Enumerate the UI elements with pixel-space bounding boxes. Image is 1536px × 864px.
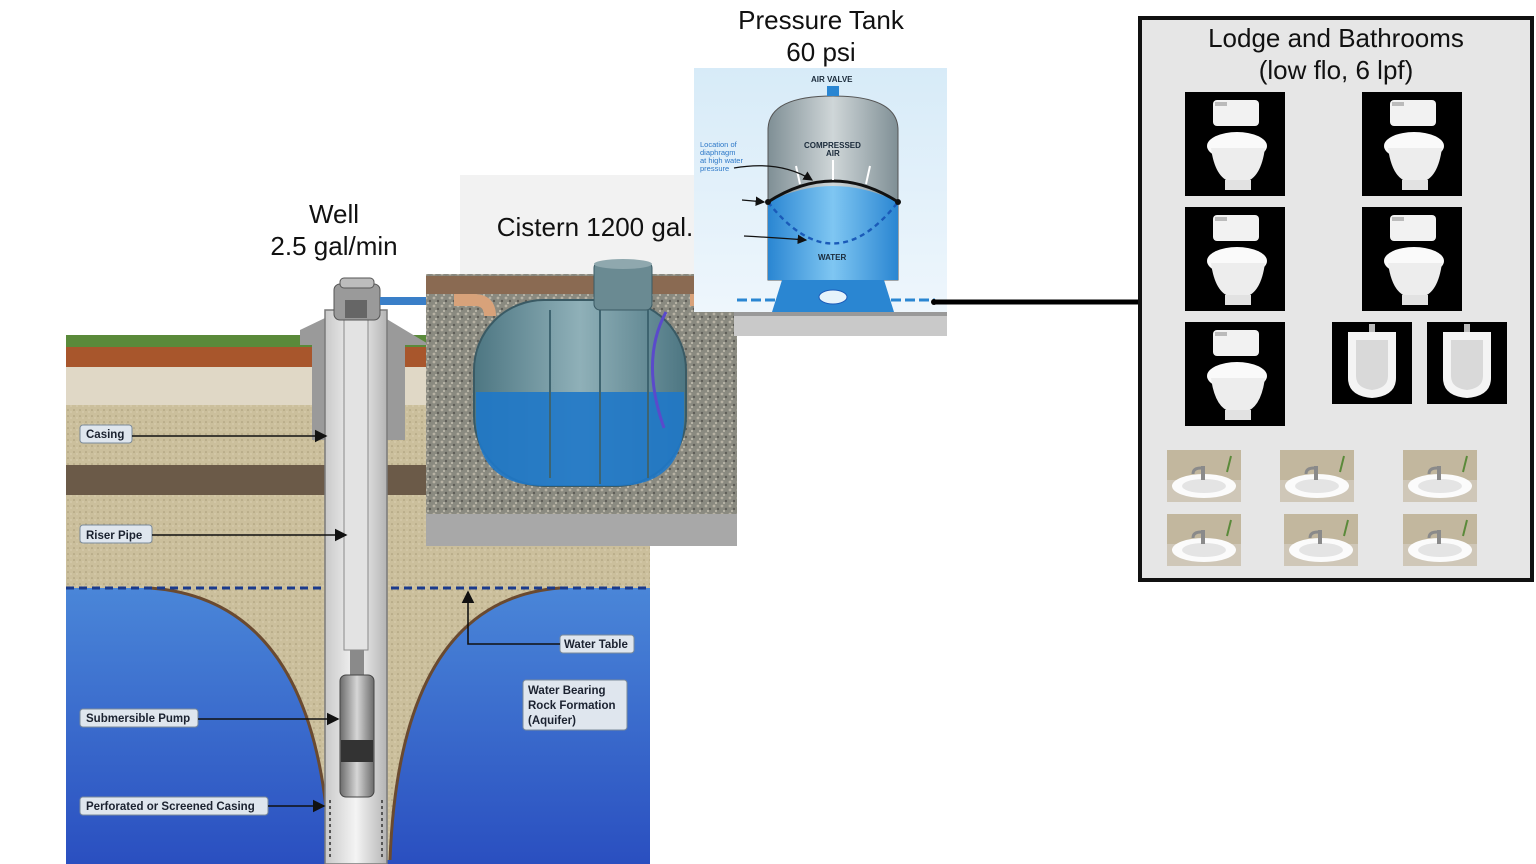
perforated-casing-label: Perforated or Screened Casing <box>86 801 255 813</box>
callout-aquifer: Water Bearing Rock Formation (Aquifer) <box>522 679 628 731</box>
toilet-icon <box>1207 215 1267 305</box>
well-title-line-2: 2.5 gal/min <box>270 231 398 261</box>
well-title: Well 2.5 gal/min <box>254 198 414 262</box>
cistern-water <box>476 392 684 486</box>
toilet <box>1362 92 1462 196</box>
urinal <box>1427 322 1507 404</box>
toilet-icon <box>1207 100 1267 190</box>
water-label: WATER <box>818 253 847 262</box>
sink <box>1167 450 1241 502</box>
sink-icon <box>1403 450 1477 498</box>
toilet <box>1185 322 1285 426</box>
pump-coupling <box>350 650 364 680</box>
callout-water-table: Water Table <box>461 590 635 654</box>
sink-icon <box>1167 514 1241 562</box>
sink-icon <box>1284 514 1358 562</box>
sink <box>1284 514 1358 566</box>
aquifer-label-line-3: (Aquifer) <box>528 715 576 727</box>
sink-icon <box>1167 450 1241 498</box>
well-title-line-1: Well <box>308 199 360 229</box>
toilet-icon <box>1384 100 1444 190</box>
sink-icon <box>1403 514 1477 562</box>
sink-icon <box>1280 450 1354 498</box>
sink <box>1403 450 1477 502</box>
toilet <box>1185 92 1285 196</box>
lodge-title-line-1: Lodge and Bathrooms <box>1208 23 1464 53</box>
callout-submersible-pump: Submersible Pump <box>79 708 340 728</box>
toilet <box>1185 207 1285 311</box>
lodge-title-line-2: (low flo, 6 lpf) <box>1258 55 1414 85</box>
toilet-icon <box>1384 215 1444 305</box>
urinal-icon <box>1348 324 1396 398</box>
pressure-tank-title-line-2: 60 psi <box>786 37 856 67</box>
diaphragm-note-line-1: Location of <box>700 140 738 149</box>
casing-label: Casing <box>86 429 124 441</box>
lodge-panel: Lodge and Bathrooms (low flo, 6 lpf) <box>1138 16 1534 582</box>
diaphragm-note-line-2: diaphragm <box>700 148 735 157</box>
sink <box>1403 514 1477 566</box>
callout-riser-pipe: Riser Pipe <box>79 524 348 544</box>
urinal <box>1332 322 1412 404</box>
air-valve-label: AIR VALVE <box>811 75 853 84</box>
diaphragm-note-line-3: at high water <box>700 156 743 165</box>
sink <box>1280 450 1354 502</box>
compressed-air-label-line-1: COMPRESSED <box>804 141 861 150</box>
submersible-pump-label: Submersible Pump <box>86 713 190 725</box>
callout-perforated-casing: Perforated or Screened Casing <box>79 796 326 816</box>
aquifer-label-line-1: Water Bearing <box>528 685 606 697</box>
pressure-tank-illustration: AIR VALVE COMPRESSED AIR WATER Location … <box>694 68 947 336</box>
lodge-title: Lodge and Bathrooms (low flo, 6 lpf) <box>1142 22 1530 86</box>
callout-casing: Casing <box>79 424 328 444</box>
urinal-icon <box>1443 324 1491 398</box>
toilet-icon <box>1207 330 1267 420</box>
riser-pipe-label: Riser Pipe <box>86 530 142 542</box>
sink <box>1167 514 1241 566</box>
cistern-title: Cistern 1200 gal. <box>470 211 720 243</box>
riser-pipe <box>343 319 369 651</box>
toilet <box>1362 207 1462 311</box>
aquifer-label-line-2: Rock Formation <box>528 700 616 712</box>
compressed-air-label-line-2: AIR <box>826 149 840 158</box>
submersible-pump <box>339 674 375 798</box>
diaphragm-note-line-4: pressure <box>700 164 729 173</box>
pressure-tank-title-line-1: Pressure Tank <box>738 5 904 35</box>
well-outlet-pipe <box>380 297 428 305</box>
pressure-tank-title: Pressure Tank 60 psi <box>716 4 926 68</box>
cistern-illustration <box>426 175 738 546</box>
water-table-label: Water Table <box>564 639 628 651</box>
cistern-title-text: Cistern 1200 gal. <box>496 212 694 242</box>
